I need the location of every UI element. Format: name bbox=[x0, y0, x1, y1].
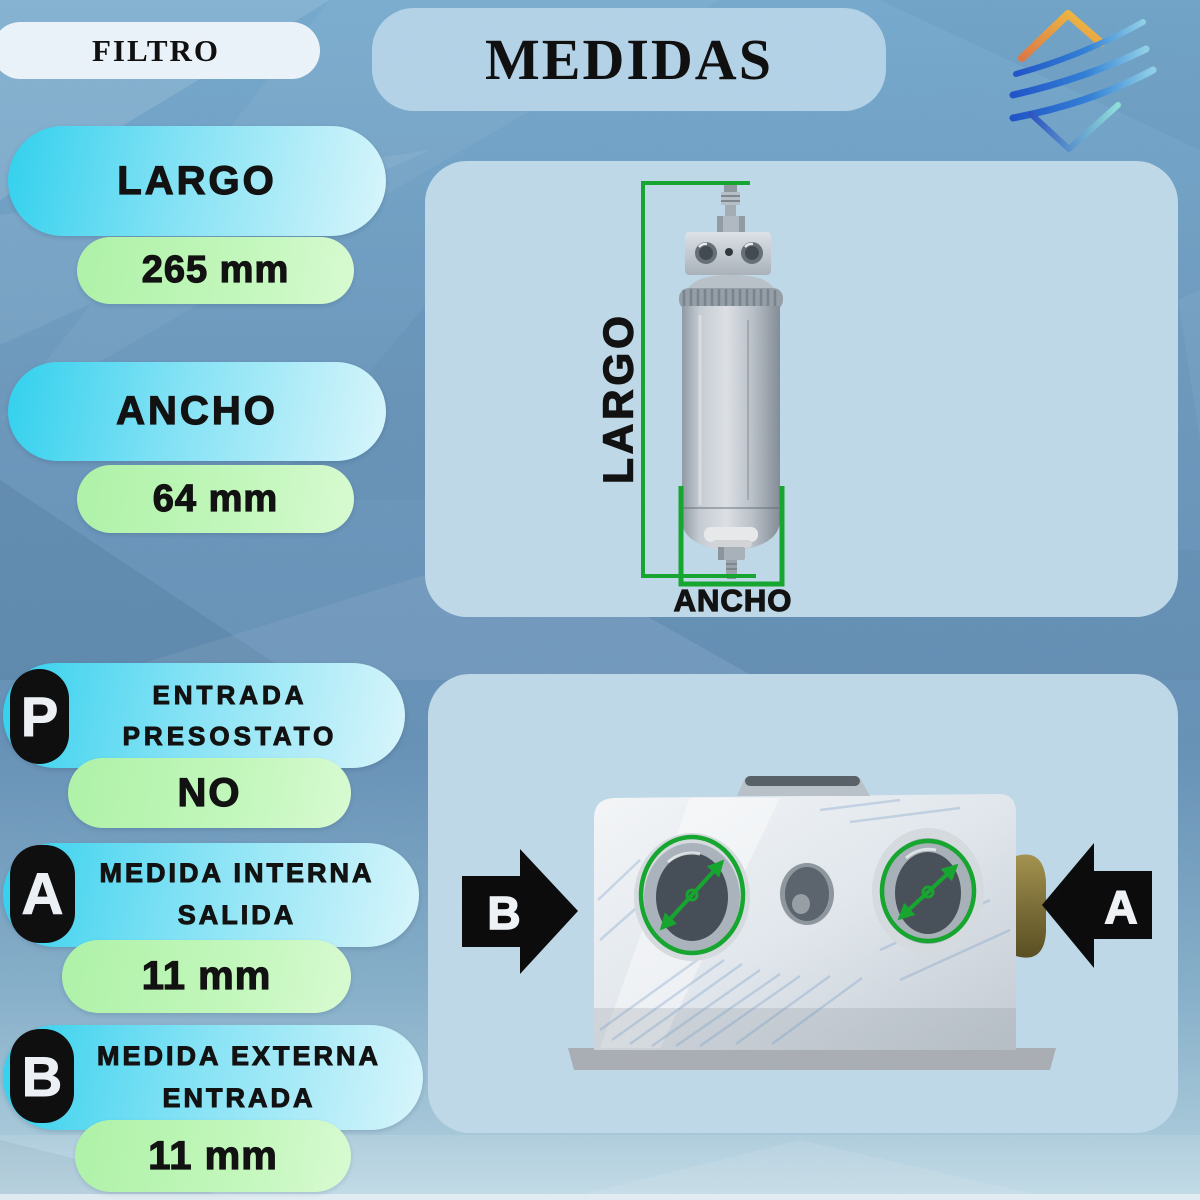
connection-p-line2: PRESOSTATO bbox=[122, 720, 338, 751]
arrow-b-label: B bbox=[487, 887, 520, 939]
ancho-annotation: ANCHO bbox=[674, 583, 793, 617]
arrow-b: B bbox=[462, 849, 578, 974]
connection-a-line2: SALIDA bbox=[177, 900, 297, 931]
valve-block-image bbox=[568, 776, 1056, 1070]
largo-annotation: LARGO bbox=[595, 312, 642, 484]
brand-logo-icon bbox=[1009, 10, 1157, 152]
badge-b-letter: B bbox=[21, 1044, 63, 1108]
spec-largo-value: 265 mm bbox=[141, 248, 290, 291]
badge-a: A bbox=[10, 845, 75, 943]
filter-length-photo: LARGO ANCHO bbox=[594, 181, 793, 617]
connection-a-line1: MEDIDA INTERNA bbox=[99, 858, 375, 889]
connection-a-label: MEDIDA INTERNA SALIDA bbox=[48, 853, 375, 937]
badge-p-letter: P bbox=[20, 685, 59, 749]
arrow-a: A bbox=[1042, 843, 1152, 968]
connection-p-line1: ENTRADA bbox=[152, 680, 308, 711]
spec-largo-label: LARGO bbox=[117, 158, 277, 203]
filter-cylinder-image bbox=[679, 183, 783, 579]
connection-b-label: MEDIDA EXTERNA ENTRADA bbox=[45, 1036, 381, 1120]
brass-fitting bbox=[1016, 854, 1046, 958]
badge-p: P bbox=[10, 669, 69, 764]
connection-a-value: 11 mm bbox=[141, 953, 272, 998]
badge-a-letter: A bbox=[21, 861, 64, 927]
connection-p-value: NO bbox=[177, 770, 242, 815]
spec-ancho-pill: ANCHO bbox=[8, 362, 386, 461]
connection-b-line1: MEDIDA EXTERNA bbox=[96, 1040, 381, 1071]
connection-p-value-pill: NO bbox=[68, 758, 351, 828]
spec-ancho-value: 64 mm bbox=[152, 477, 279, 520]
valve-block-photo: B A bbox=[462, 776, 1152, 1070]
title-pill: MEDIDAS bbox=[372, 8, 886, 111]
category-label: FILTRO bbox=[91, 32, 220, 68]
connection-b-line2: ENTRADA bbox=[162, 1082, 316, 1113]
category-pill: FILTRO bbox=[0, 22, 320, 79]
page-title: MEDIDAS bbox=[485, 27, 773, 92]
spec-largo-value-pill: 265 mm bbox=[77, 237, 354, 304]
spec-ancho-value-pill: 64 mm bbox=[77, 465, 354, 533]
connection-p-label: ENTRADA PRESOSTATO bbox=[71, 675, 338, 756]
spec-ancho-label: ANCHO bbox=[116, 388, 278, 433]
badge-b: B bbox=[10, 1029, 74, 1123]
spec-largo-pill: LARGO bbox=[8, 126, 386, 236]
connection-b-value: 11 mm bbox=[148, 1133, 278, 1178]
connection-a-value-pill: 11 mm bbox=[62, 940, 351, 1013]
connection-b-value-pill: 11 mm bbox=[75, 1120, 351, 1192]
arrow-a-label: A bbox=[1104, 881, 1137, 933]
